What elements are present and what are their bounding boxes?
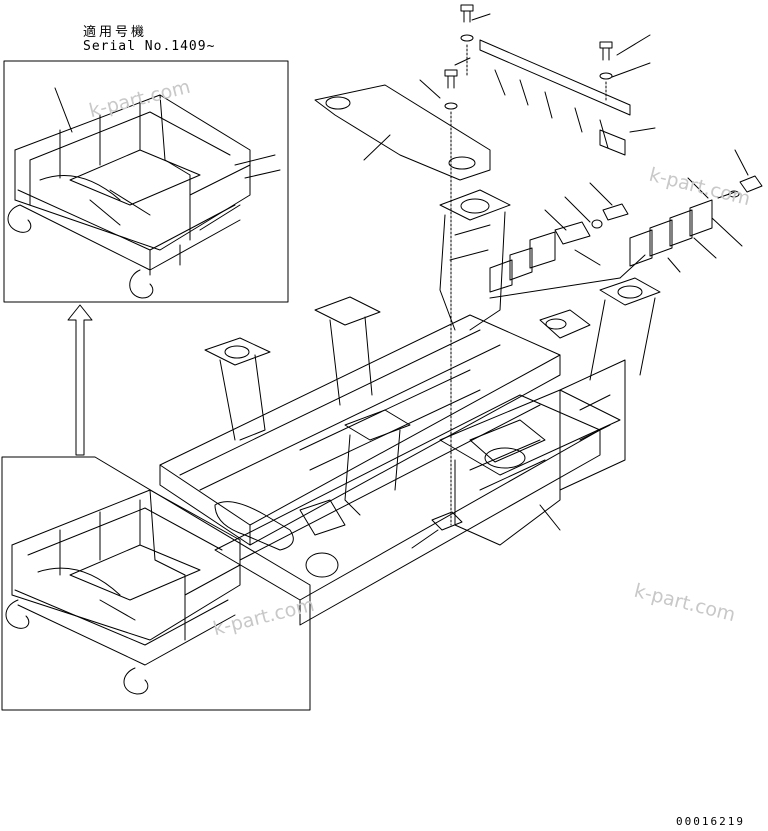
inset-detail-upper [3,60,289,303]
serial-note: Serial No.1409~ [83,39,216,54]
hardware-stack-top [411,4,651,549]
top-plate [314,84,491,181]
serial-note-jp: 適用号機 [83,25,148,40]
inset-detail-lower [1,456,311,711]
reference-arrow [67,304,93,456]
shim-group-right [489,149,763,299]
leader-lines [419,57,561,531]
drawing-number: 00016219 [676,815,745,828]
bracket-strip [479,39,656,156]
main-frame [159,189,661,626]
